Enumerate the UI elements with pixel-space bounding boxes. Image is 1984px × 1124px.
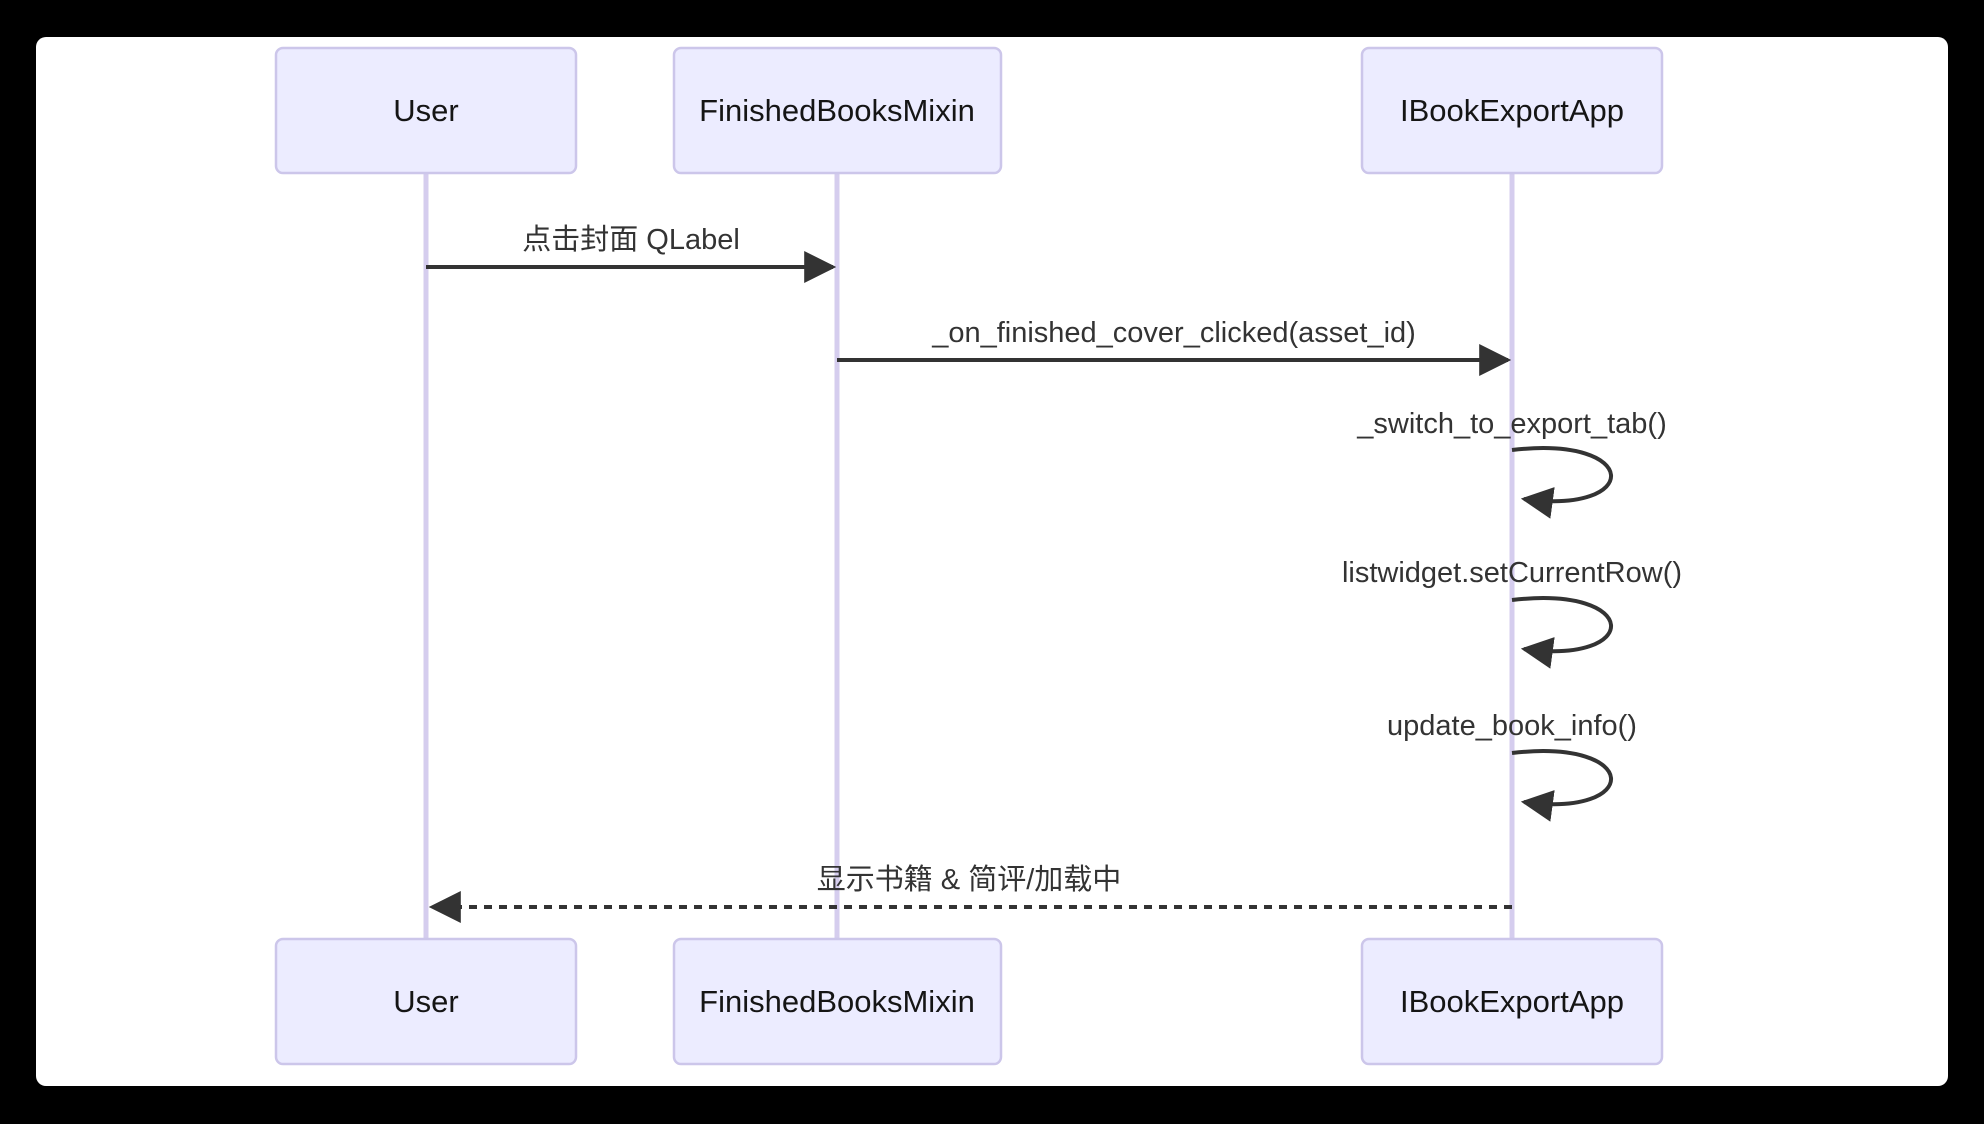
actor-box (672, 46, 1003, 175)
actor-top-ibookexportapp: IBookExportApp (1360, 46, 1664, 175)
actor-label-finishedbooksmixin: FinishedBooksMixin (699, 93, 975, 128)
diagram-canvas: User FinishedBooksMixin IBookExportApp 点… (36, 37, 1948, 1086)
actor-bottom-finishedbooksmixin: FinishedBooksMixin (672, 937, 1003, 1066)
return-message-label: 显示书籍 & 简评/加载中 (817, 863, 1122, 896)
self-loop-arrow (1511, 446, 1613, 519)
sequence-diagram: User FinishedBooksMixin IBookExportApp 点… (274, 46, 1682, 1066)
self-loop-arrow (1511, 749, 1613, 822)
actor-label-user: User (393, 93, 458, 128)
self-loop-arrow (1511, 596, 1613, 669)
actor-box (1360, 937, 1664, 1066)
actor-bottom-user: User (274, 937, 578, 1066)
actor-box (1360, 46, 1664, 175)
actor-label-finishedbooksmixin: FinishedBooksMixin (699, 984, 975, 1019)
actor-bottom-ibookexportapp: IBookExportApp (1360, 937, 1664, 1066)
actor-label-ibookexportapp: IBookExportApp (1400, 93, 1624, 128)
actor-box (672, 937, 1003, 1066)
actor-top-user: User (274, 46, 578, 175)
self-message-label: listwidget.setCurrentRow() (1342, 557, 1682, 589)
self-message-label: update_book_info() (1387, 710, 1637, 742)
self-message-label: _switch_to_export_tab() (1356, 408, 1667, 440)
message-label: 点击封面 QLabel (522, 223, 740, 256)
actor-box (274, 46, 578, 175)
actor-label-ibookexportapp: IBookExportApp (1400, 984, 1624, 1019)
message-label: _on_finished_cover_clicked(asset_id) (931, 317, 1416, 349)
actor-box (274, 937, 578, 1066)
actor-label-user: User (393, 984, 458, 1019)
actor-top-finishedbooksmixin: FinishedBooksMixin (672, 46, 1003, 175)
